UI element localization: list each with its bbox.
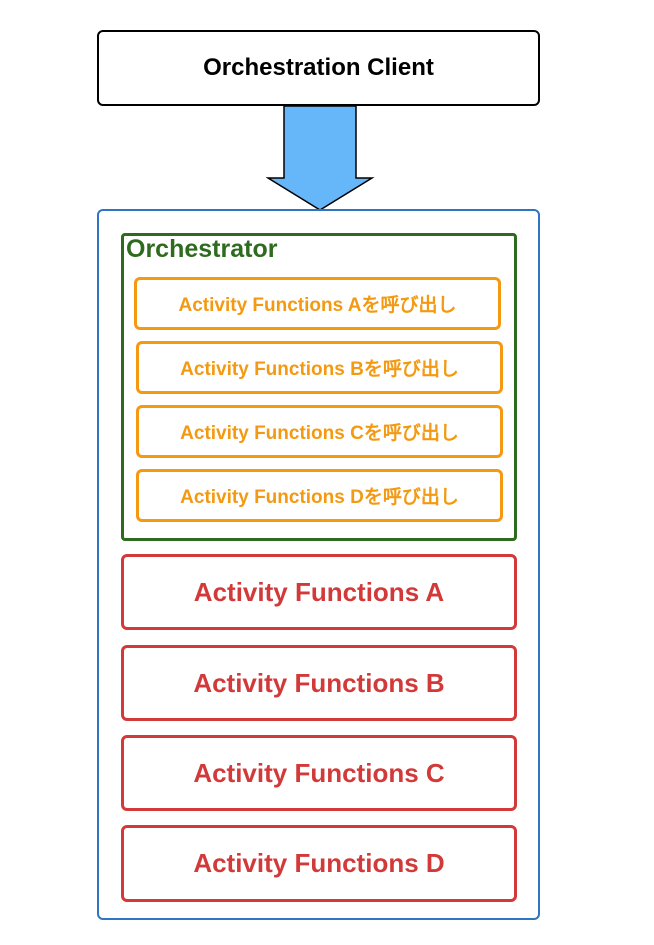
call-activity-c: Activity Functions Cを呼び出し [136, 405, 503, 458]
call-activity-d: Activity Functions Dを呼び出し [136, 469, 503, 522]
orchestration-client-label: Orchestration Client [203, 54, 434, 81]
call-activity-a-label: Activity Functions Aを呼び出し [178, 295, 457, 316]
call-activity-c-label: Activity Functions Cを呼び出し [180, 423, 459, 444]
orchestrator-title: Orchestrator [126, 235, 278, 263]
call-activity-a: Activity Functions Aを呼び出し [134, 277, 501, 330]
orchestration-client-box: Orchestration Client [97, 30, 540, 106]
activity-function-d-label: Activity Functions D [193, 848, 445, 878]
activity-function-a-label: Activity Functions A [193, 576, 445, 607]
down-arrow-icon [266, 105, 375, 211]
function-app-container [97, 209, 540, 920]
activity-function-c: Activity Functions C [121, 735, 517, 811]
activity-function-d: Activity Functions D [121, 825, 517, 902]
call-activity-d-label: Activity Functions Dを呼び出し [180, 487, 459, 508]
activity-function-a: Activity Functions A [121, 554, 517, 630]
call-activity-b: Activity Functions Bを呼び出し [136, 341, 503, 394]
activity-function-b-label: Activity Functions B [193, 667, 445, 698]
activity-function-c-label: Activity Functions C [193, 757, 445, 788]
orchestrator-box [121, 233, 517, 541]
call-activity-b-label: Activity Functions Bを呼び出し [180, 359, 459, 380]
activity-function-b: Activity Functions B [121, 645, 517, 721]
